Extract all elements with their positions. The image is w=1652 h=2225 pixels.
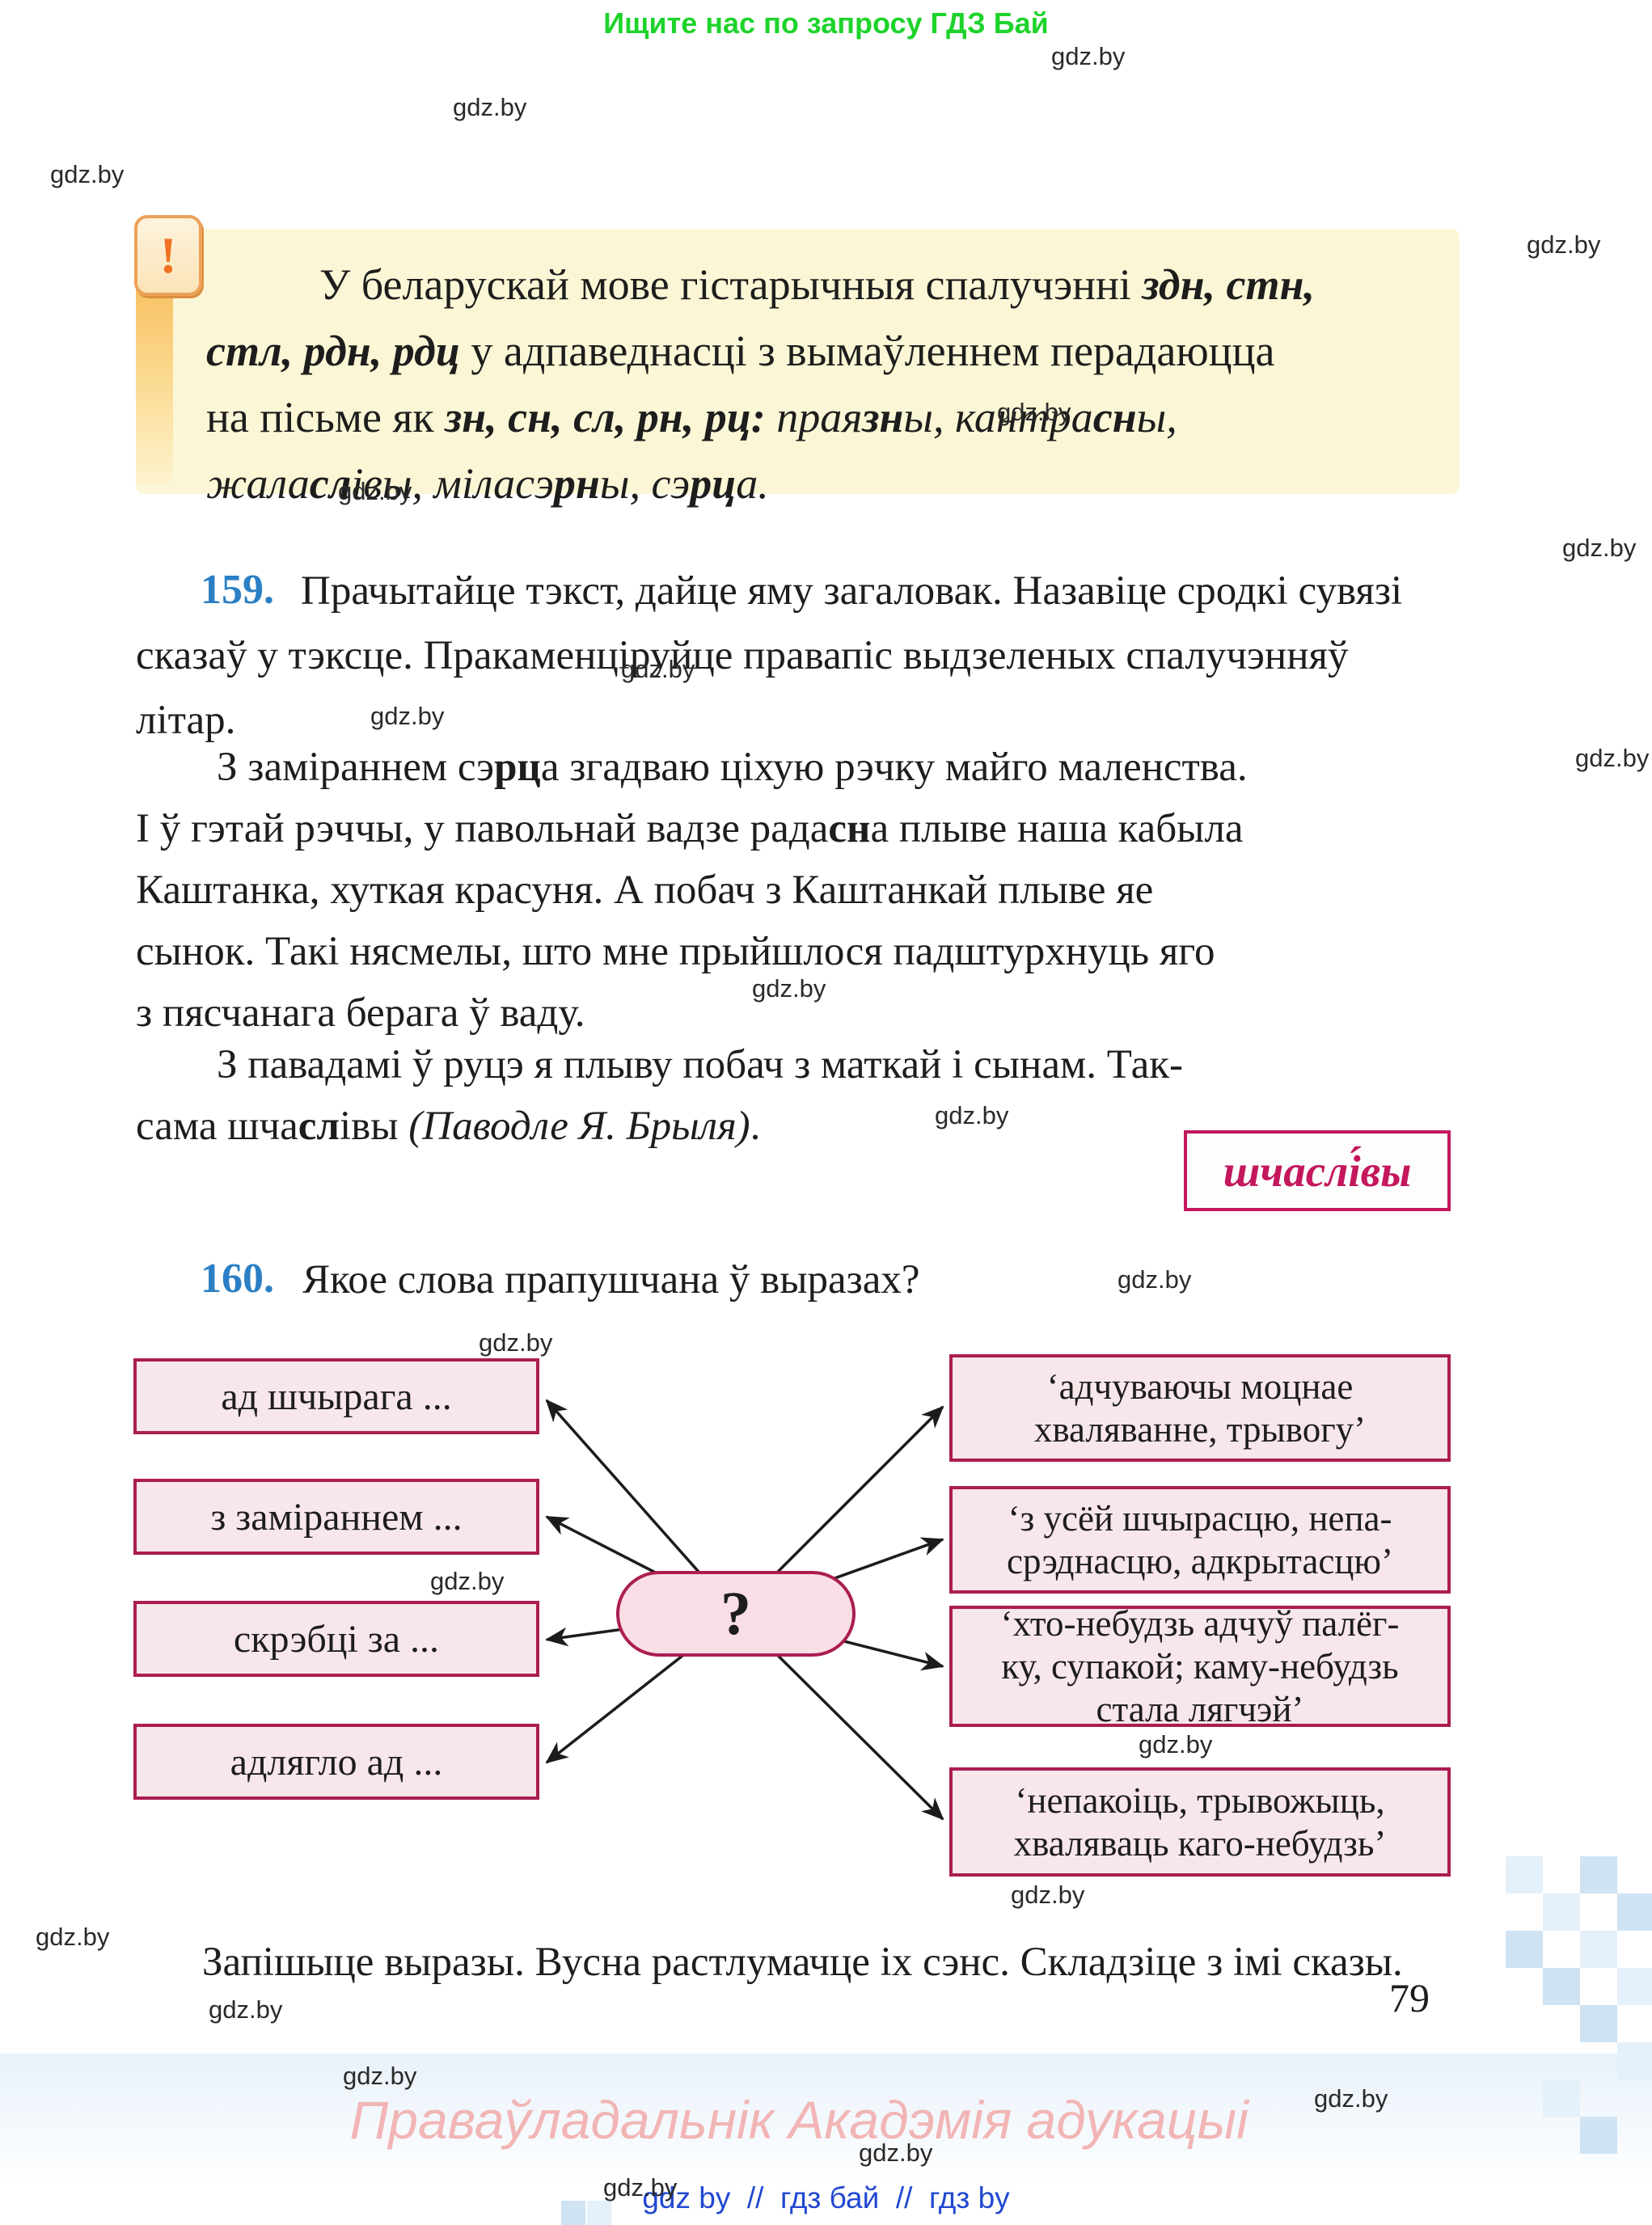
question-mark: ? (720, 1580, 751, 1648)
gdz-watermark: gdz.by (1011, 1881, 1085, 1909)
text-line: З павадамі ў руцэ я плыву побач з маткай… (217, 1042, 1184, 1087)
pixel-square (561, 2201, 585, 2225)
vocab-box: шчаслі́вы (1184, 1130, 1451, 1211)
exercise-159-number: 159. (201, 567, 274, 613)
gdz-watermark: gdz.by (1575, 744, 1650, 772)
promo-banner: Ищите нас по запросу ГДЗ Бай (603, 6, 1049, 40)
phrase-box-3: скрэбці за ... (133, 1601, 539, 1677)
gdz-watermark: gdz.by (859, 2138, 933, 2167)
exclamation-icon: ! (134, 215, 202, 296)
gdz-watermark: gdz.by (1139, 1730, 1213, 1758)
phrase-box-1: ад шчырага ... (133, 1358, 539, 1434)
exclamation-glyph: ! (159, 226, 177, 284)
text-line: Каштанка, хуткая красуня. А побач з Кашт… (136, 868, 1154, 913)
footer-links: gdz by // гдз бай // гдз by (642, 2181, 1010, 2214)
pixel-square (1580, 1856, 1617, 1894)
pixel-square (1617, 2042, 1652, 2079)
pixel-square (1506, 1856, 1543, 1894)
bottom-band (0, 2054, 1652, 2187)
gdz-watermark: gdz.by (1051, 42, 1126, 70)
text-line: з пясчанага берага ў ваду. (136, 990, 585, 1036)
gdz-watermark: gdz.by (50, 160, 125, 188)
gdz-watermark: gdz.by (1314, 2084, 1388, 2113)
exercise-159-line: сказаў у тэксце. Пракаменціруйце правапі… (136, 633, 1349, 678)
gdz-watermark: gdz.by (935, 1101, 1009, 1129)
gdz-watermark: gdz.by (430, 1567, 505, 1595)
rule-line: У беларускай мове гістарычныя спалучэнні… (319, 260, 1316, 309)
pixel-square (1543, 1894, 1580, 1931)
gdz-watermark: gdz.by (603, 2173, 678, 2202)
text-line: І ў гэтай рэччы, у павольнай вадзе радас… (136, 806, 1244, 851)
gdz-watermark: gdz.by (479, 1328, 553, 1357)
pixel-square (1543, 2079, 1580, 2117)
gdz-watermark: gdz.by (1562, 534, 1637, 562)
gdz-watermark: gdz.by (343, 2062, 417, 2090)
pixel-square (587, 2201, 611, 2225)
gdz-watermark: gdz.by (997, 398, 1071, 426)
pixel-square (1617, 1968, 1652, 2005)
gdz-watermark: gdz.by (621, 655, 695, 683)
task-line: Запішыце выразы. Вусна растлумачце іх сэ… (202, 1940, 1403, 1985)
phrase-box-2: з заміраннем ... (133, 1479, 539, 1555)
exercise-160-question: Якое слова прапушчана ў выразах? (302, 1257, 920, 1302)
definition-box-2: ‘з усёй шчырасцю, непа- срэднасцю, адкры… (949, 1486, 1451, 1594)
rule-line: стл, рдн, рдц у адпаведнасці з вымаўленн… (206, 327, 1275, 375)
gdz-watermark: gdz.by (338, 477, 412, 505)
gdz-watermark: gdz.by (1527, 230, 1601, 259)
pixel-square (1617, 1894, 1652, 1931)
gdz-watermark: gdz.by (453, 93, 527, 121)
pixel-square (1506, 1931, 1543, 1968)
text-line: З заміраннем сэрца згадваю ціхую рэчку м… (217, 745, 1248, 790)
question-oval: ? (616, 1571, 856, 1657)
exercise-160-number: 160. (201, 1256, 274, 1302)
definition-box-1: ‘адчуваючы моцнае хваляванне, трывогу’ (949, 1354, 1451, 1462)
gdz-watermark: gdz.by (209, 1995, 283, 2024)
vocab-word: шчаслі́вы (1223, 1146, 1412, 1196)
pixel-square (1580, 2005, 1617, 2042)
text-line: сынок. Такі нясмелы, што мне прыйшлося п… (136, 929, 1215, 974)
gdz-watermark: gdz.by (370, 702, 445, 730)
gdz-watermark: gdz.by (36, 1923, 110, 1951)
definition-box-4: ‘непакоіць, трывожыць, хваляваць каго-не… (949, 1767, 1451, 1877)
phrase-box-4: адлягло ад ... (133, 1724, 539, 1800)
exercise-159-line: літар. (136, 698, 236, 743)
page-number: 79 (1389, 1975, 1430, 2020)
rule-line: на пісьме як зн, сн, сл, рн, рц: праязны… (206, 393, 1177, 441)
rule-line: жаласлівы, міласэрны, сэрца. (206, 459, 769, 508)
gdz-watermark: gdz.by (752, 974, 826, 1003)
text-line: сама шчаслівы (Паводле Я. Брыля). (136, 1104, 761, 1149)
pixel-square (1543, 1968, 1580, 2005)
pixel-square (1580, 1931, 1617, 1968)
pixel-square (1580, 2117, 1617, 2154)
copyright-text: Праваўладальнік Акадэмія адукацыі (349, 2090, 1249, 2150)
gdz-watermark: gdz.by (1118, 1265, 1192, 1294)
definition-box-3: ‘хто-небудзь адчуў палёг- ку, супакой; к… (949, 1603, 1451, 1729)
rule-box (136, 229, 1460, 494)
exercise-159-line: Прачытайце тэкст, дайце яму загаловак. Н… (301, 568, 1403, 614)
